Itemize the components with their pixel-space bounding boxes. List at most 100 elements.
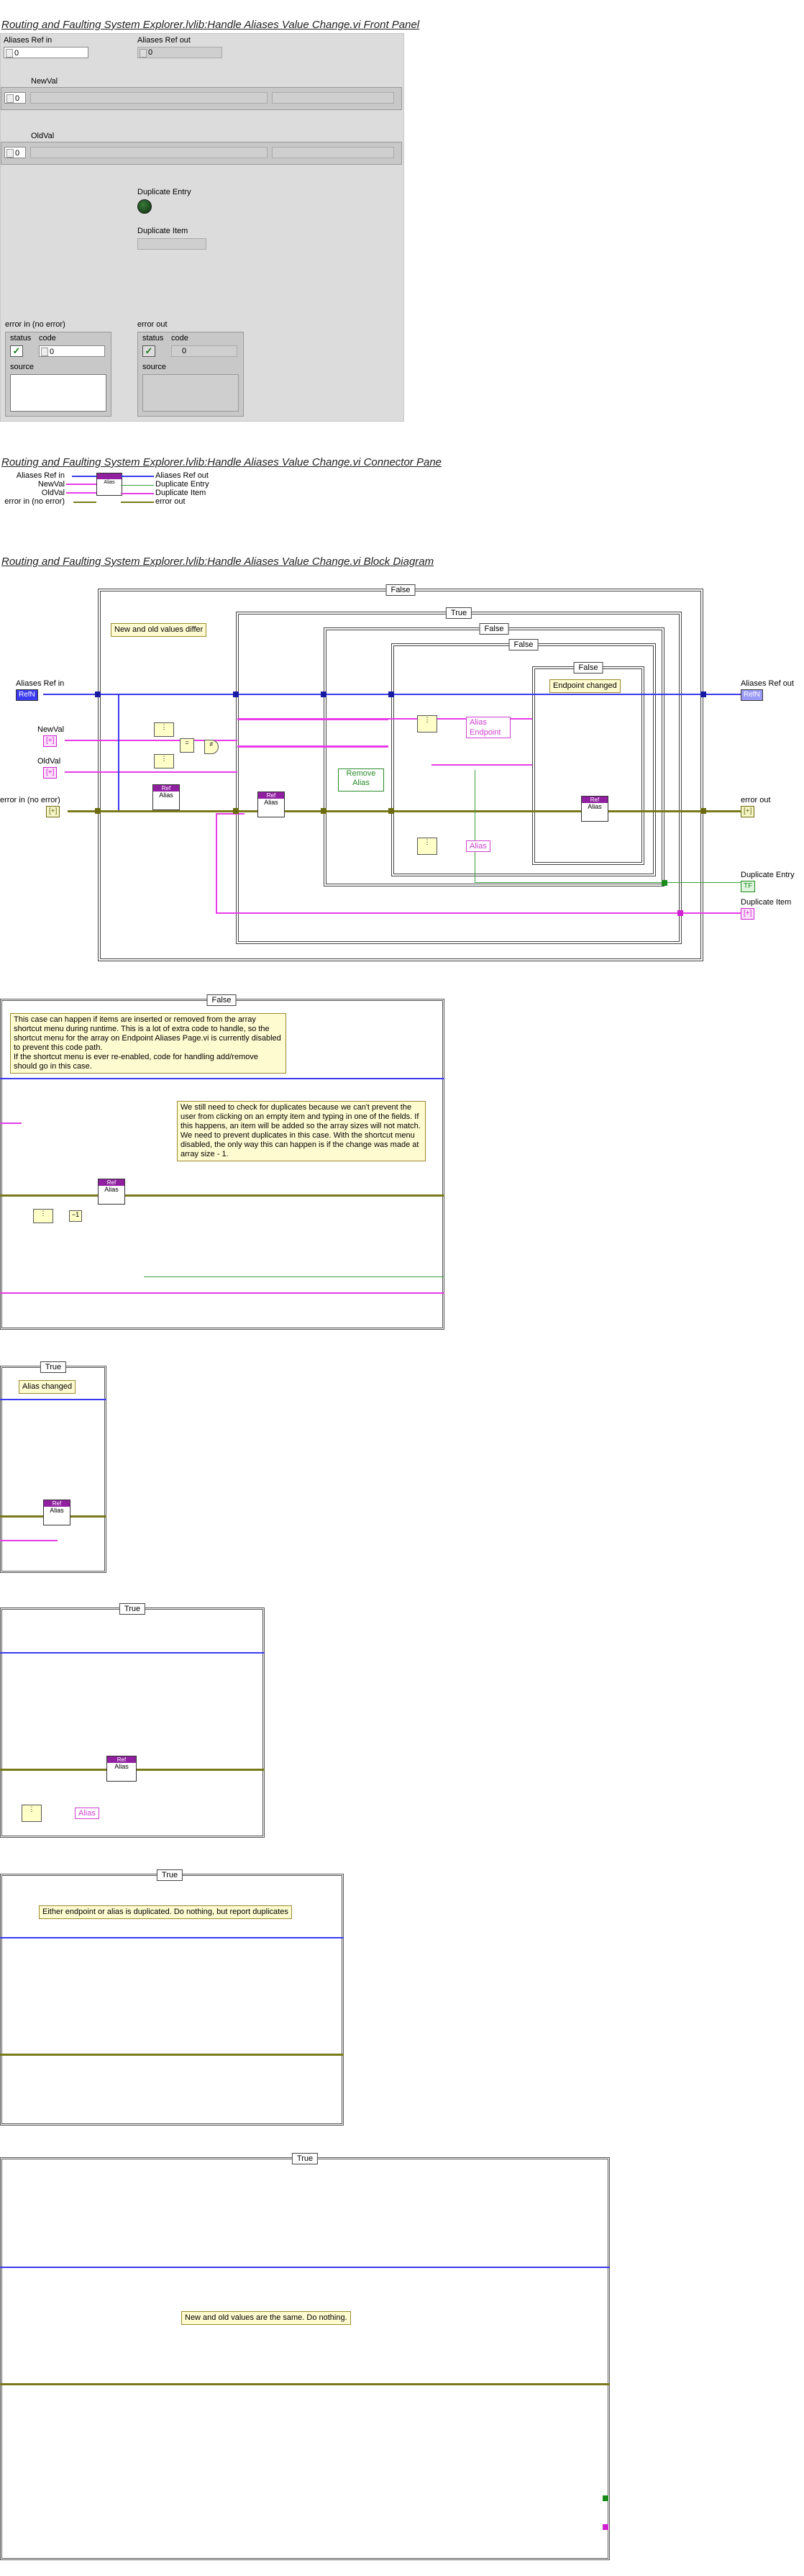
oldval-alias-field[interactable] xyxy=(272,147,394,158)
case-selector-outer[interactable]: False xyxy=(385,584,416,596)
note-shortcut-menu: This case can happen if items are insert… xyxy=(10,1013,286,1074)
case-selector-5[interactable]: False xyxy=(573,662,603,674)
status-checkbox-icon[interactable]: ✓ xyxy=(10,345,23,357)
oldval-label: OldVal xyxy=(31,132,55,140)
duplicate-item-terminal[interactable]: [+] xyxy=(741,908,755,920)
case-selector-duplicated[interactable]: True xyxy=(156,1869,183,1881)
aliases-ref-in-terminal[interactable]: RefN xyxy=(16,689,38,701)
cp-output-0: Aliases Ref out xyxy=(155,471,209,480)
case-structure-same[interactable] xyxy=(0,2157,610,2560)
error-out-terminal[interactable]: [+] xyxy=(741,806,755,817)
cp-input-2: OldVal xyxy=(41,489,65,497)
cp-output-3: error out xyxy=(155,497,186,506)
newval-terminal-label: NewVal xyxy=(37,725,65,734)
case-structure-alias[interactable] xyxy=(0,1607,265,1838)
status-indicator-icon: ✓ xyxy=(142,345,155,357)
status-label: status xyxy=(142,334,164,343)
duplicate-entry-label: Duplicate Entry xyxy=(137,188,191,196)
error-out-cluster: status code ✓ 0 source xyxy=(137,332,244,417)
oldval-terminal[interactable]: [+] xyxy=(43,767,58,779)
alias-constant[interactable]: Alias xyxy=(75,1808,99,1819)
aliases-ref-out-terminal[interactable]: RefN xyxy=(741,689,763,701)
aliases-ref-out-indicator: 0 xyxy=(137,47,222,58)
cp-input-3: error in (no error) xyxy=(4,497,65,506)
vi-icon: Alias xyxy=(96,473,122,496)
newval-alias-field[interactable] xyxy=(272,92,394,104)
note-endpoint-changed: Endpoint changed xyxy=(549,679,621,693)
case-selector-2[interactable]: True xyxy=(445,607,472,619)
code-indicator: 0 xyxy=(171,345,237,357)
spinner-icon[interactable] xyxy=(6,49,13,58)
block-diagram: False New and old values differ True Fal… xyxy=(0,576,804,964)
oldval-endpoint-field[interactable] xyxy=(30,147,268,158)
aliases-ref-in-value: 0 xyxy=(14,49,19,58)
error-in-terminal[interactable]: [+] xyxy=(46,806,60,817)
source-input[interactable] xyxy=(10,374,106,412)
error-out-terminal-label: error out xyxy=(741,796,771,804)
duplicate-entry-led-icon xyxy=(137,199,152,214)
note-duplicates: We still need to check for duplicates be… xyxy=(177,1101,426,1161)
unbundle-node-icon[interactable]: ⋮ xyxy=(154,754,174,768)
duplicate-item-terminal-label: Duplicate Item xyxy=(741,898,792,907)
aliases-ref-out-label: Aliases Ref out xyxy=(137,36,191,45)
index-array-icon[interactable]: ⋮ xyxy=(417,715,437,733)
duplicate-entry-terminal[interactable]: TF xyxy=(741,881,756,892)
source-label: source xyxy=(10,363,35,371)
code-label: code xyxy=(39,334,56,343)
aliases-ref-out-terminal-label: Aliases Ref out xyxy=(741,679,794,688)
aliases-ref-out-value: 0 xyxy=(148,48,153,57)
connector-pane: Aliases Ref in NewVal OldVal error in (n… xyxy=(0,471,230,514)
cp-input-1: NewVal xyxy=(37,480,65,489)
error-in-cluster: status code ✓ 0 source xyxy=(5,332,111,417)
decrement-icon[interactable]: −1 xyxy=(69,1210,82,1222)
alias-constant[interactable]: Alias xyxy=(466,840,490,852)
case-selector-same[interactable]: True xyxy=(291,2153,319,2164)
cp-input-0: Aliases Ref in xyxy=(16,471,65,480)
case-structure-alias-changed[interactable] xyxy=(0,1366,106,1573)
case-selector-false[interactable]: False xyxy=(206,994,237,1006)
cp-output-2: Duplicate Item xyxy=(155,489,206,497)
newval-terminal[interactable]: [+] xyxy=(43,735,58,747)
duplicate-item-label: Duplicate Item xyxy=(137,227,188,235)
source-label: source xyxy=(142,363,167,371)
array-size-icon[interactable]: ⋮ xyxy=(33,1209,53,1223)
sub-diagram-duplicated: True Either endpoint or alias is duplica… xyxy=(0,1868,345,2127)
error-out-label: error out xyxy=(137,320,168,329)
front-panel-title: Routing and Faulting System Explorer.lvl… xyxy=(1,19,420,31)
case-selector-4[interactable]: False xyxy=(508,639,539,650)
error-in-label: error in (no error) xyxy=(5,320,65,329)
compare-icon[interactable]: = xyxy=(180,738,194,753)
newval-label: NewVal xyxy=(31,77,58,86)
case-selector-alias-changed[interactable]: True xyxy=(40,1361,67,1373)
case-structure-5[interactable] xyxy=(532,666,644,865)
case-selector-3[interactable]: False xyxy=(479,623,509,635)
aliases-ref-in-control[interactable]: 0 xyxy=(4,47,88,58)
code-input[interactable]: 0 xyxy=(39,345,105,357)
newval-cluster: 0 xyxy=(1,87,402,110)
case-selector-alias[interactable]: True xyxy=(119,1603,146,1615)
unbundle-node-icon[interactable]: ⋮ xyxy=(154,722,174,737)
newval-endpoint-field[interactable] xyxy=(30,92,268,104)
index-array-icon[interactable]: ⋮ xyxy=(22,1805,42,1822)
note-alias-changed: Alias changed xyxy=(19,1380,76,1394)
code-label: code xyxy=(171,334,188,343)
front-panel: Aliases Ref in 0 Aliases Ref out 0 NewVa… xyxy=(0,33,404,422)
oldval-cluster: 0 xyxy=(1,142,402,165)
sub-diagram-same: True New and old values are the same. Do… xyxy=(0,2151,611,2562)
aliases-ref-in-terminal-label: Aliases Ref in xyxy=(16,679,65,688)
cp-output-1: Duplicate Entry xyxy=(155,480,209,489)
oldval-index[interactable]: 0 xyxy=(4,147,26,158)
not-equal-icon[interactable]: ≠ xyxy=(204,740,219,754)
index-array-icon[interactable]: ⋮ xyxy=(417,838,437,855)
newval-index[interactable]: 0 xyxy=(4,92,26,104)
